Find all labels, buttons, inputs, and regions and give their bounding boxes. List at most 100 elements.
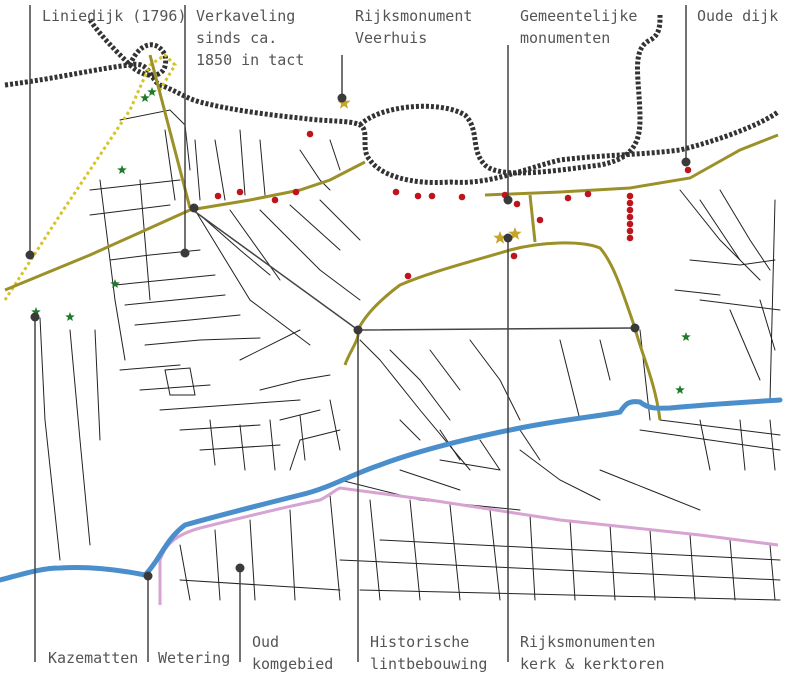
street: [729, 539, 736, 601]
street: [699, 419, 711, 471]
label-gemeentelijke-monumenten: Gemeentelijke monumenten: [520, 7, 638, 47]
street: [289, 509, 296, 601]
street: [429, 349, 461, 391]
wetering-water-line: [0, 397, 783, 583]
label-veerhuis: Rijksmonument Veerhuis: [355, 7, 473, 47]
municipal-monument-dot: [536, 216, 544, 224]
street: [359, 339, 471, 471]
municipal-monument-dot: [626, 206, 634, 214]
municipal-monument-dot: [458, 193, 466, 201]
municipal-monument-dot: [626, 227, 634, 235]
historic-ribbon-line: [528, 194, 537, 243]
street: [194, 209, 311, 346]
street: [439, 459, 501, 471]
casemate-star: [31, 307, 41, 316]
municipal-monument-dot: [513, 200, 521, 208]
historic-ribbon-line: [484, 133, 779, 197]
street: [559, 339, 581, 421]
street: [144, 337, 261, 346]
street: [399, 419, 421, 441]
label-oude-dijk: Oude dijk: [697, 7, 779, 25]
street: [114, 274, 216, 286]
street: [689, 534, 696, 601]
street: [199, 444, 281, 451]
street: [599, 339, 611, 381]
historic-ribbon-line: [148, 54, 192, 209]
leader-dot: [143, 571, 153, 581]
street: [259, 139, 266, 196]
street: [719, 189, 771, 271]
street: [239, 424, 246, 471]
street: [139, 179, 151, 301]
street: [339, 479, 521, 511]
street: [319, 199, 361, 241]
label-wetering: Wetering: [158, 649, 231, 667]
street: [94, 329, 101, 441]
street: [199, 214, 271, 276]
street: [739, 419, 746, 471]
street: [569, 519, 576, 601]
label-kazematten: Kazematten: [48, 649, 139, 667]
street: [214, 139, 226, 201]
casemate-star: [675, 385, 685, 394]
historic-ribbon-line: [343, 241, 662, 421]
municipal-monument-dot: [292, 188, 300, 196]
street: [179, 544, 191, 601]
street: [159, 399, 301, 411]
street: [769, 544, 776, 601]
leader-dot: [503, 195, 513, 205]
label-historische-lintbebouwing: Historische lintbebouwing: [370, 633, 488, 673]
municipal-monument-dot: [626, 199, 634, 207]
street: [769, 419, 776, 471]
street: [194, 139, 201, 201]
street: [229, 209, 281, 281]
label-leader-lines: [25, 5, 691, 662]
street: [369, 499, 381, 601]
street: [289, 204, 341, 251]
municipal-monument-dot: [510, 252, 518, 260]
national-monument-star: [508, 227, 522, 240]
street: [164, 367, 196, 396]
street: [289, 439, 301, 471]
street: [239, 129, 246, 196]
municipal-monument-dot: [214, 192, 222, 200]
dike-hatched: [358, 14, 663, 176]
label-liniedijk: Liniedijk (1796): [42, 7, 187, 25]
leader-dot: [681, 157, 691, 167]
street: [259, 374, 331, 391]
street: [389, 349, 451, 421]
street: [609, 524, 616, 601]
street: [489, 509, 501, 601]
dike-hatched: [87, 18, 169, 78]
old-core-boundary-line: [158, 486, 779, 605]
street: [769, 199, 776, 401]
national-monument-star: [493, 231, 507, 244]
street: [139, 384, 211, 391]
casemate-star: [117, 165, 127, 174]
casemate-star: [681, 332, 691, 341]
street: [399, 469, 461, 491]
municipal-monument-dot: [584, 190, 592, 198]
casemate-star: [65, 312, 75, 321]
street: [359, 589, 781, 601]
street-network: [39, 109, 781, 601]
street: [339, 559, 781, 581]
municipal-monument-dot: [626, 234, 634, 242]
leader-dot: [630, 323, 640, 333]
street: [119, 364, 181, 371]
street: [39, 317, 61, 561]
municipal-monument-dot: [414, 192, 422, 200]
street: [479, 439, 501, 471]
street: [214, 529, 221, 601]
street: [239, 329, 301, 361]
label-verkaveling: Verkaveling sinds ca. 1850 in tact: [196, 7, 305, 69]
leader-dot: [189, 203, 199, 213]
street: [179, 424, 261, 431]
street: [69, 329, 91, 546]
street: [729, 309, 761, 381]
street: [299, 149, 331, 191]
street: [689, 259, 776, 266]
street: [329, 494, 341, 601]
leader-dot: [180, 248, 190, 258]
